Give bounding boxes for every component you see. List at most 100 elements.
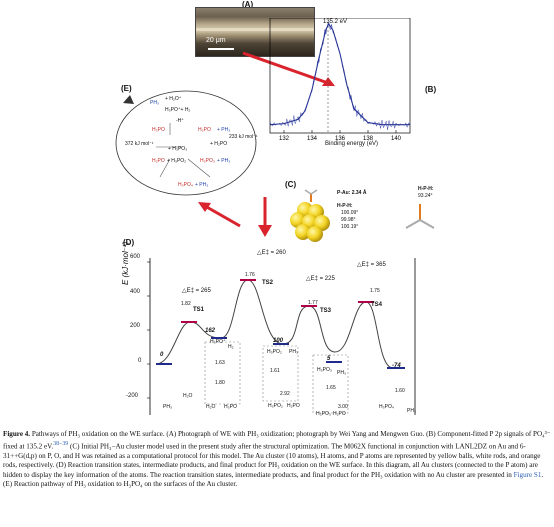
sp-h2-b: H₂ (228, 344, 234, 350)
photo-highlight (196, 28, 314, 31)
ytick-200: 200 (130, 323, 141, 329)
e-h3po-small: + H₃PO₃ (168, 146, 188, 152)
ts1-de: △E‡ = 265 (182, 288, 211, 294)
au-cluster (290, 189, 330, 242)
hph-left-v3: 100.19° (341, 224, 359, 230)
reaction-cycle (115, 90, 257, 196)
e-h2po: + H₂PO (210, 141, 228, 147)
ts2-de: △E‡ = 260 (257, 250, 286, 256)
caption-figure-number: Figure 4. (3, 430, 31, 438)
hph-right-v: 93.24° (418, 193, 433, 199)
caption-text-2: (C) Initial PH₃−Au cluster model used in… (3, 441, 541, 479)
sp-ph3-c: PH₃ (289, 349, 298, 355)
sp-h3po2-c: H₃PO₂ (267, 349, 282, 355)
hph-left-v1: 100.09° (341, 210, 359, 216)
sp-bond-d2: 3.00 (338, 404, 348, 410)
sp-bond-c: 1.61 (270, 368, 280, 374)
ts3-de: △E‡ = 225 (306, 276, 335, 282)
sp-h3po3-d2: H₃PO₃ (316, 411, 331, 417)
xps-tick-label: 132 (279, 136, 290, 142)
ytick-600: 600 (130, 254, 141, 260)
panel-b-label: (B) (425, 85, 437, 94)
arrow-to-e (198, 202, 241, 228)
level-neg74: -74 (392, 363, 401, 369)
xps-tick-label: 134 (307, 136, 318, 142)
sp-bond-c2: 2.92 (280, 391, 290, 397)
plot-frame (269, 18, 411, 134)
scale-bar (208, 48, 234, 50)
energy-y-label: E (kJ·mol⁻¹) (121, 241, 130, 285)
level-0: 0 (160, 352, 164, 358)
ts3-bond: 1.77 (308, 300, 318, 306)
spectrum-data (269, 21, 411, 130)
e-h3po-h2: H₃PO⁺+ H₂ (165, 107, 191, 113)
panel-c-label: (C) (285, 180, 297, 189)
sp-h2po-d: H₂PO (333, 411, 346, 417)
sp-h3po-b: H₃PO (224, 404, 237, 410)
caption-ref[interactable]: 38−39 (53, 440, 69, 447)
box-intermediate-2 (262, 345, 299, 402)
xps-tick-label: 140 (391, 136, 402, 142)
e-minus-h: -H⁺ (176, 118, 184, 124)
ytick-400: 400 (130, 289, 141, 295)
pau-label: P-Au: 2.34 Å (337, 190, 367, 196)
ytick-0: 0 (138, 358, 142, 364)
e-ph3-mid: + PH₃ (217, 127, 231, 133)
cycle-circle (115, 90, 257, 196)
e-h2po-label: H₂PO (152, 158, 165, 164)
ts1-bond: 1.82 (181, 301, 191, 307)
sp-h3po4-e: H₃PO₄ (379, 404, 394, 410)
e-ph3-end: + PH₃ (195, 182, 209, 188)
peak-label: 135.2 eV (323, 19, 348, 25)
e-ph3-bot: + PH₃ (217, 158, 231, 164)
ts4-label: TS4 (371, 302, 383, 308)
e-h3po-right: H₃PO (198, 127, 211, 133)
box-intermediate-1 (204, 341, 241, 405)
hph-right-label: H-P-H: (418, 186, 434, 192)
panel-a-label: (A) (242, 0, 254, 9)
sp-ph3-d: PH₃ (337, 370, 346, 376)
ts3-label: TS3 (320, 308, 332, 314)
ytick-neg200: -200 (126, 393, 139, 399)
caption-text-1: Pathways of PH₃ oxidation on the WE surf… (3, 430, 551, 450)
sp-bond-b: 1.63 (215, 360, 225, 366)
ts2-label: TS2 (262, 280, 274, 286)
arrow-to-d (258, 197, 272, 237)
sp-bond-b2: 1.80 (215, 380, 225, 386)
e-h2o-top: + H₂O⁺ (165, 96, 182, 102)
xps-x-label: Binding energy (eV) (325, 141, 379, 147)
figure-caption: Figure 4. Pathways of PH₃ oxidation on t… (3, 430, 551, 490)
sp-h2po-c: H₂PO (287, 403, 300, 409)
panel-d-label: (D) (123, 238, 135, 247)
hph-left-label: H-P-H: (337, 203, 353, 209)
sp-ph3-a: PH₃ (163, 404, 172, 410)
sp-bond-e: 1.60 (395, 388, 405, 394)
sp-h2o-b: H₂O (206, 404, 216, 410)
e-energy-372: 372 kJ mol⁻¹ (125, 141, 154, 147)
scale-bar-label: 20 μm (206, 37, 226, 44)
level-162: 162 (205, 328, 216, 334)
ts4-de: △E‡ = 365 (357, 262, 386, 268)
ts2-bond: 1.76 (245, 272, 255, 278)
ts4-bond: 1.75 (370, 288, 380, 294)
hph-left-v2: 99.98° (341, 217, 356, 223)
sp-h3po-b2: H₃PO⁺ (210, 339, 226, 345)
level-5: 5 (327, 356, 331, 362)
e-h3po2: + H₃PO₂ (167, 158, 187, 164)
arrow-a-to-b (242, 51, 335, 86)
sp-h3po2-c2: H₃PO₂ (268, 403, 283, 409)
panel-e-label: (E) (121, 84, 132, 93)
e-energy-233: 233 kJ mol⁻¹ (229, 134, 258, 140)
e-ph3-top: PH₃ (150, 100, 159, 106)
ts1-label: TS1 (193, 307, 205, 313)
caption-link-figure-s1[interactable]: Figure S1 (513, 470, 542, 479)
electrode-photograph: 20 μm (195, 7, 315, 57)
xps-tick-label: 138 (363, 136, 374, 142)
energy-diagram (147, 258, 416, 415)
sp-h2o-a: H₂O (183, 393, 193, 399)
e-h3po4: H₃PO₄ (178, 182, 193, 188)
e-h3po: H₃PO (152, 127, 165, 133)
spectrum-line (269, 22, 410, 126)
cycle-arrowhead (123, 95, 134, 104)
